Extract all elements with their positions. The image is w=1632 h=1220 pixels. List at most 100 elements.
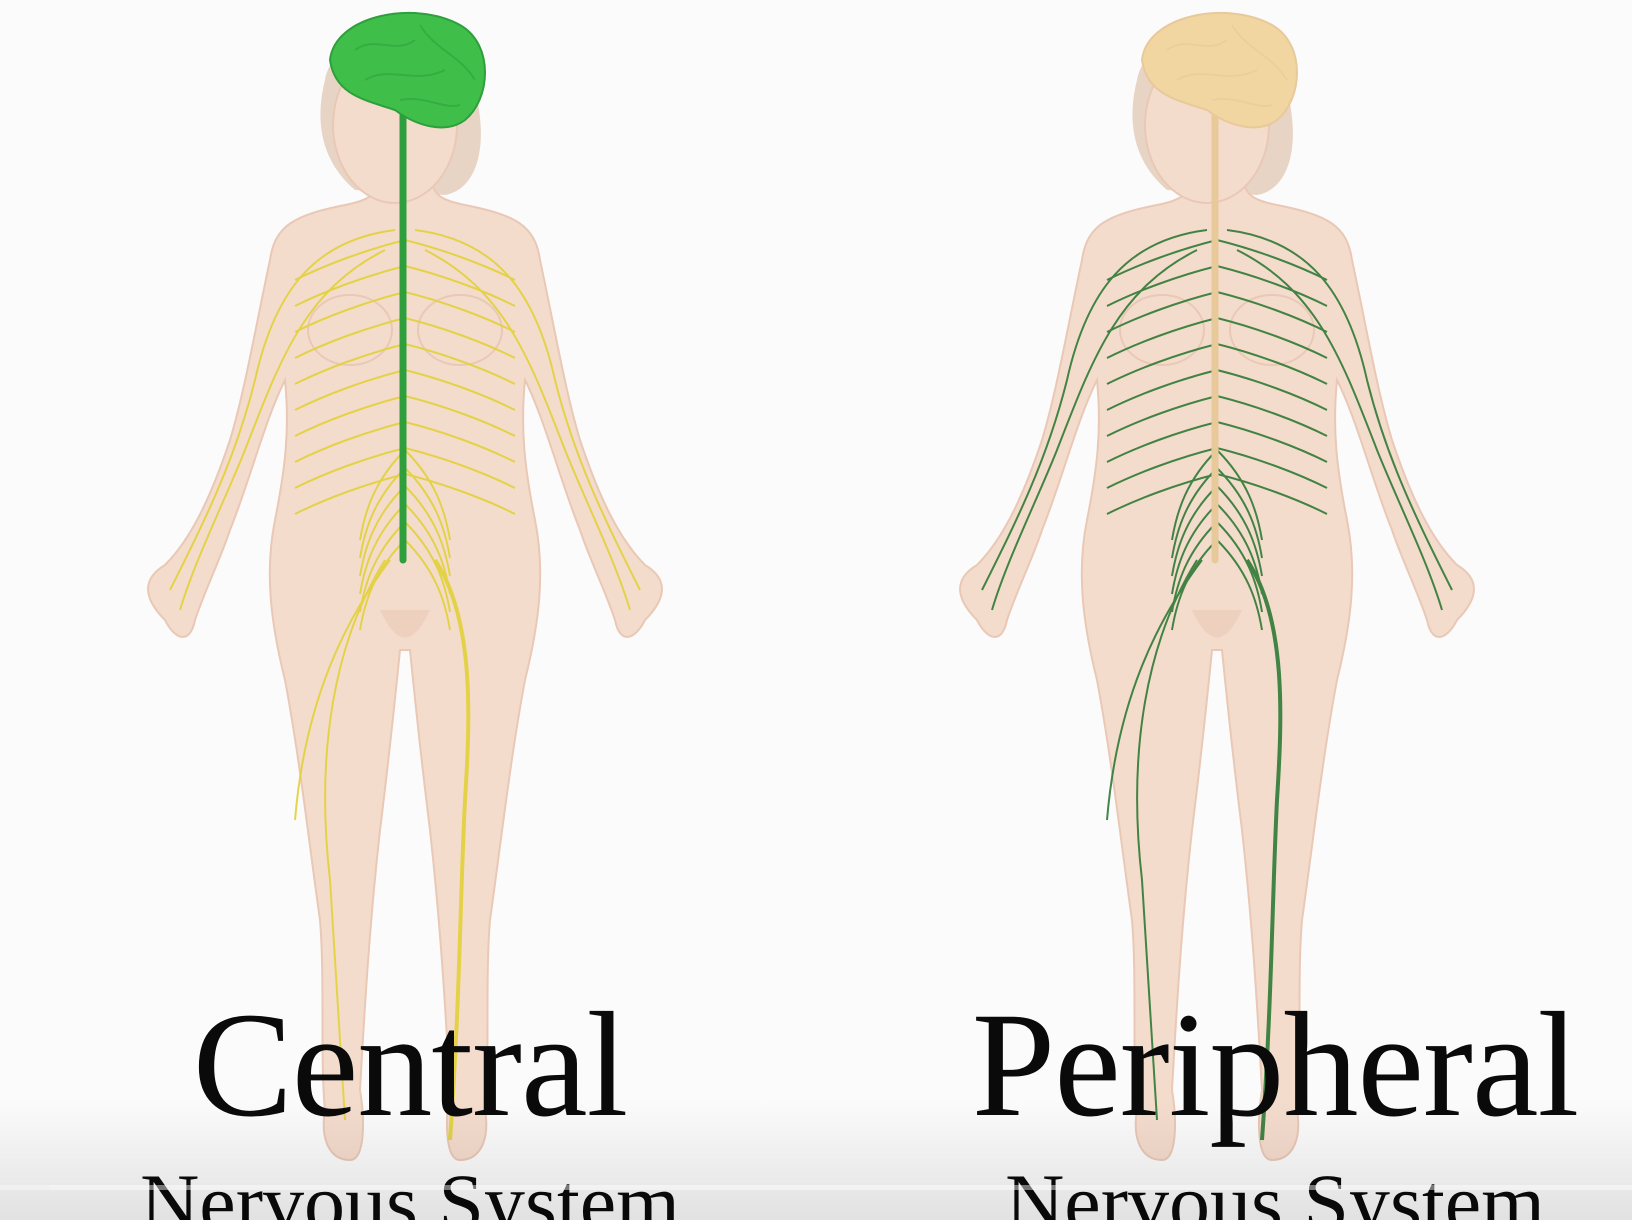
intercostal-nerve (1106, 343, 1218, 385)
central-subtitle: Nervous System (140, 1157, 680, 1220)
lumbar-nerve (1171, 485, 1218, 577)
intercostal-nerve (1216, 447, 1328, 489)
intercostal-nerve (294, 421, 406, 463)
leg-nerve-left-2 (1106, 559, 1203, 821)
intercostal-nerve (1106, 291, 1218, 333)
brain-fold (1176, 69, 1258, 81)
brain (1140, 12, 1298, 129)
lumbar-nerve (404, 539, 451, 631)
intercostal-nerve (404, 291, 516, 333)
intercostal-nerve (294, 343, 406, 385)
central-body-illustration (147, 12, 663, 1162)
intercostal-nerve (1216, 239, 1328, 281)
lumbar-nerve (359, 485, 406, 577)
intercostal-nerve (404, 343, 516, 385)
chest-left (307, 294, 393, 366)
pelvis-shade (1192, 610, 1242, 638)
intercostal-nerve (1216, 421, 1328, 463)
intercostal-nerve (1106, 447, 1218, 489)
intercostal-nerve (1106, 369, 1218, 411)
intercostal-nerve (1216, 265, 1328, 307)
central-caption: Central Nervous System (110, 990, 710, 1220)
lumbar-nerve (404, 521, 451, 613)
arm-nerve-right-2 (1236, 249, 1443, 611)
intercostal-nerve (1106, 239, 1218, 281)
lumbar-nerve (404, 485, 451, 577)
lumbar-nerve (1216, 539, 1263, 631)
brain-fold (1231, 24, 1288, 81)
lumbar-nerve (359, 449, 406, 541)
intercostal-nerve (404, 447, 516, 489)
lumbar-nerve (404, 467, 451, 559)
peripheral-subtitle: Nervous System (1005, 1157, 1545, 1220)
lumbar-nerve (359, 467, 406, 559)
arm-nerve-left (169, 229, 396, 591)
nerve-network (981, 229, 1453, 1141)
chest-right (1229, 294, 1315, 366)
lumbar-nerve (1171, 449, 1218, 541)
brain-folds (1166, 24, 1288, 107)
nerve-network (169, 229, 641, 1141)
arm-nerve-right (1226, 229, 1453, 591)
lumbar-nerve (1171, 467, 1218, 559)
central-nervous-system-figure (147, 12, 663, 1162)
brain-fold (399, 98, 461, 107)
intercostal-nerve (294, 473, 406, 515)
arm-nerve-left-2 (991, 249, 1198, 611)
leg-nerve-left-2 (294, 559, 391, 821)
central-title: Central (192, 982, 629, 1148)
lumbar-nerve (1216, 449, 1263, 541)
intercostal-nerve (1216, 343, 1328, 385)
leg-nerve-left (324, 559, 386, 1121)
brain (328, 12, 486, 129)
intercostal-nerve (294, 317, 406, 359)
intercostal-nerve (294, 265, 406, 307)
brain-folds (354, 24, 476, 107)
sciatic-nerve (433, 558, 471, 1141)
brain-fold (1166, 39, 1228, 51)
intercostal-nerve (1106, 421, 1218, 463)
intercostal-nerve (404, 473, 516, 515)
intercostal-nerve (404, 395, 516, 437)
chest-right (417, 294, 503, 366)
intercostal-nerve (1216, 369, 1328, 411)
peripheral-nervous-system-figure (812, 0, 1632, 1220)
video-progress-bar[interactable] (0, 1185, 1632, 1190)
brain-fold (419, 24, 476, 81)
intercostal-nerve (404, 369, 516, 411)
arm-nerve-right (414, 229, 641, 591)
lumbar-nerve (1216, 521, 1263, 613)
lumbar-nerve (404, 449, 451, 541)
intercostal-nerve (404, 317, 516, 359)
lumbar-nerve (1171, 503, 1218, 595)
intercostal-nerve (294, 239, 406, 281)
intercostal-nerve (1216, 473, 1328, 515)
intercostal-nerve (1106, 317, 1218, 359)
arm-nerve-left-2 (179, 249, 386, 611)
intercostal-nerve (1106, 265, 1218, 307)
lumbar-nerve (359, 503, 406, 595)
peripheral-body-illustration (959, 12, 1475, 1162)
pelvis-shade (380, 610, 430, 638)
peripheral-caption: Peripheral Nervous System (965, 990, 1585, 1220)
arm-nerve-left (981, 229, 1208, 591)
intercostal-nerve (294, 291, 406, 333)
sciatic-nerve (1245, 558, 1283, 1141)
intercostal-nerve (404, 421, 516, 463)
arm-nerve-right-2 (424, 249, 631, 611)
intercostal-nerve (404, 239, 516, 281)
intercostal-nerve (294, 395, 406, 437)
intercostal-nerve (294, 447, 406, 489)
intercostal-nerve (1216, 317, 1328, 359)
intercostal-nerve (1106, 395, 1218, 437)
intercostal-nerve (1216, 291, 1328, 333)
intercostal-nerve (1106, 473, 1218, 515)
intercostal-nerve (1216, 395, 1328, 437)
brain-fold (364, 69, 446, 81)
lumbar-nerve (1216, 467, 1263, 559)
video-progress-played (0, 1185, 49, 1190)
intercostal-nerve (404, 265, 516, 307)
chest-left (1119, 294, 1205, 366)
brain-fold (1211, 98, 1273, 107)
